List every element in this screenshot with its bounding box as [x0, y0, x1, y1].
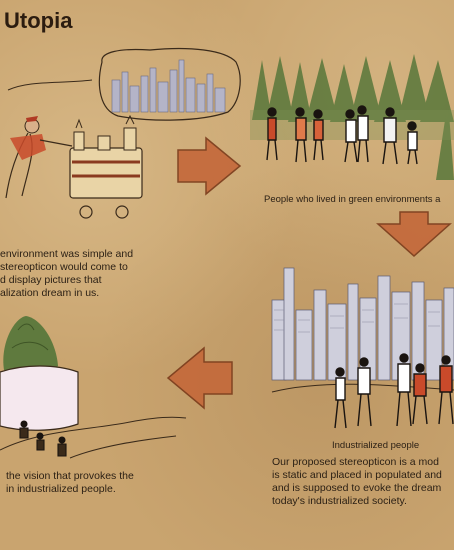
- text-line: stereopticon would come to: [0, 261, 128, 273]
- text-line: environment was simple and: [0, 248, 134, 260]
- text-line: and is supposed to evoke the dream: [272, 482, 442, 494]
- caption-green-environment: People who lived in green environments a: [264, 194, 441, 205]
- text-block-bottom-left: the vision that provokes the in industri…: [6, 470, 134, 496]
- text-line: in industrialized people.: [6, 483, 116, 495]
- page-title: Utopia: [4, 8, 73, 33]
- text-line: the vision that provokes the: [6, 470, 134, 482]
- text-line: d display pictures that: [0, 274, 102, 286]
- text-line: Our proposed stereopticon is a mod: [272, 456, 439, 468]
- text-line: today's industrialized society.: [272, 495, 407, 507]
- text-block-right: Our proposed stereopticon is a mod is st…: [272, 456, 442, 508]
- text-block-top-left: environment was simple and stereopticon …: [0, 248, 133, 300]
- caption-industrialized-people: Industrialized people: [332, 440, 420, 451]
- text-line: is static and placed in populated and: [272, 469, 442, 481]
- text-line: alization dream in us.: [0, 287, 100, 299]
